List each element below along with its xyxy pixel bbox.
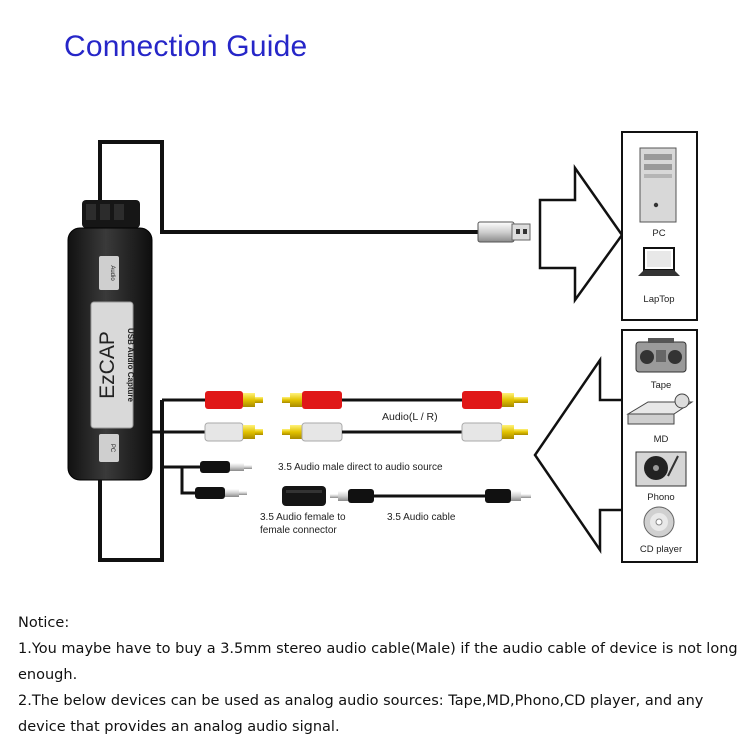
source-label-tape: Tape bbox=[651, 380, 672, 391]
ezcap-device: EzCAP USB Audio Capture Audio PC bbox=[67, 200, 153, 481]
source-label-phono: Phono bbox=[647, 492, 674, 503]
device-brand: EzCAP bbox=[96, 331, 119, 399]
rca-white-plug-device bbox=[204, 422, 263, 442]
md-player-icon bbox=[626, 393, 694, 425]
male-direct-label: 3.5 Audio male direct to audio source bbox=[278, 462, 443, 473]
female-connector bbox=[282, 486, 326, 506]
pc-tower-icon bbox=[639, 147, 677, 223]
page-title: Connection Guide bbox=[64, 30, 308, 63]
source-label-cd: CD player bbox=[640, 544, 682, 555]
jack-3-5-plug-device bbox=[200, 461, 252, 473]
female-connector-label-2: female connector bbox=[260, 525, 337, 536]
pc-label: PC bbox=[652, 228, 665, 239]
device-port-audio: Audio bbox=[109, 265, 115, 281]
rca-red-cable bbox=[282, 391, 528, 409]
boombox-icon bbox=[635, 338, 687, 373]
notice-line-1: 1.You maybe have to buy a 3.5mm stereo a… bbox=[18, 641, 738, 683]
connection-diagram: EzCAP USB Audio Capture Audio PC bbox=[67, 131, 698, 563]
turntable-icon bbox=[635, 451, 687, 487]
laptop-icon bbox=[638, 247, 680, 276]
source-label-md: MD bbox=[654, 434, 669, 445]
arrow-right-icon bbox=[538, 164, 624, 304]
female-connector-label-1: 3.5 Audio female to bbox=[260, 512, 346, 523]
rca-red-plug-device bbox=[205, 391, 263, 409]
device-cable-loop bbox=[98, 400, 164, 562]
rca-cable-label: Audio(L / R) bbox=[382, 411, 438, 423]
notice-heading: Notice: bbox=[18, 615, 70, 631]
usb-cable bbox=[98, 140, 531, 243]
device-port-pc: PC bbox=[109, 444, 115, 453]
jack-3-5-plug-female-side bbox=[195, 487, 247, 499]
audio-cable-label: 3.5 Audio cable bbox=[387, 512, 456, 523]
audio-cable-3-5 bbox=[330, 489, 531, 503]
laptop-label: LapTop bbox=[643, 294, 674, 305]
input-cable-branches bbox=[152, 398, 205, 495]
pc-target-box bbox=[621, 131, 698, 321]
notice-section: Notice: 1.You maybe have to buy a 3.5mm … bbox=[18, 610, 740, 740]
device-model: USB Audio Capture bbox=[126, 328, 135, 402]
notice-line-2: 2.The below devices can be used as analo… bbox=[18, 693, 704, 735]
rca-white-cable bbox=[282, 422, 528, 442]
cd-icon bbox=[643, 506, 675, 538]
